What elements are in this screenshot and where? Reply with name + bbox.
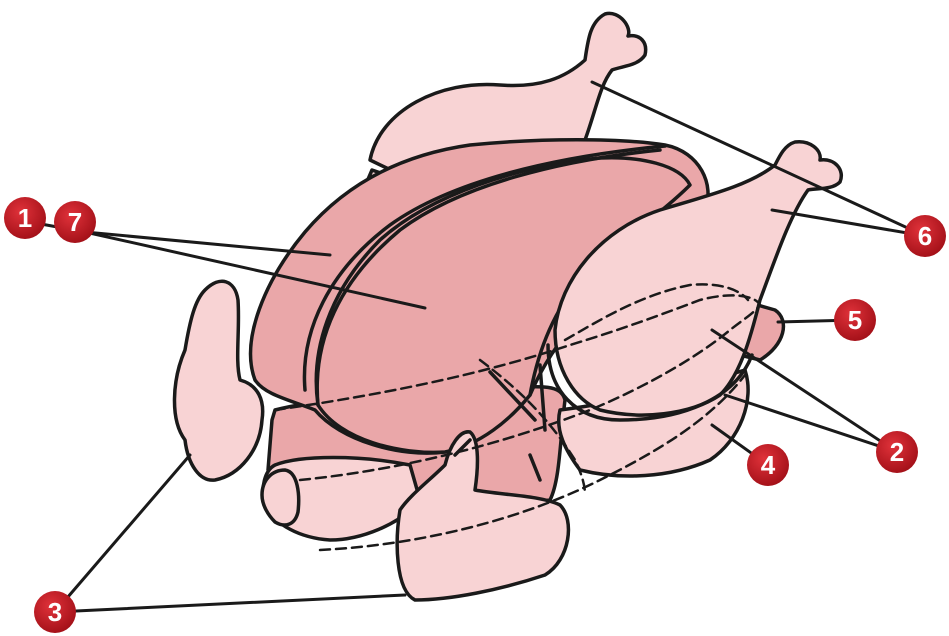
svg-text:7: 7 <box>68 207 82 237</box>
label-badge-5: 5 <box>834 299 876 341</box>
svg-text:3: 3 <box>48 597 62 627</box>
label-badge-2: 2 <box>876 431 918 473</box>
label-badge-1: 1 <box>4 197 46 239</box>
leader-7a <box>85 232 330 255</box>
leader-2b <box>725 395 897 452</box>
wing-tip-small <box>262 470 299 525</box>
svg-text:2: 2 <box>890 437 904 467</box>
leader-3a <box>55 455 190 612</box>
svg-text:6: 6 <box>918 221 932 251</box>
label-badge-4: 4 <box>747 444 789 486</box>
svg-text:4: 4 <box>761 450 776 480</box>
svg-text:5: 5 <box>848 305 862 335</box>
label-badge-6: 6 <box>904 215 946 257</box>
svg-text:1: 1 <box>18 203 32 233</box>
leader-6b <box>772 210 925 236</box>
label-badge-7: 7 <box>54 201 96 243</box>
left-wing <box>174 281 262 480</box>
leader-3b <box>55 595 405 612</box>
label-badge-3: 3 <box>34 591 76 633</box>
